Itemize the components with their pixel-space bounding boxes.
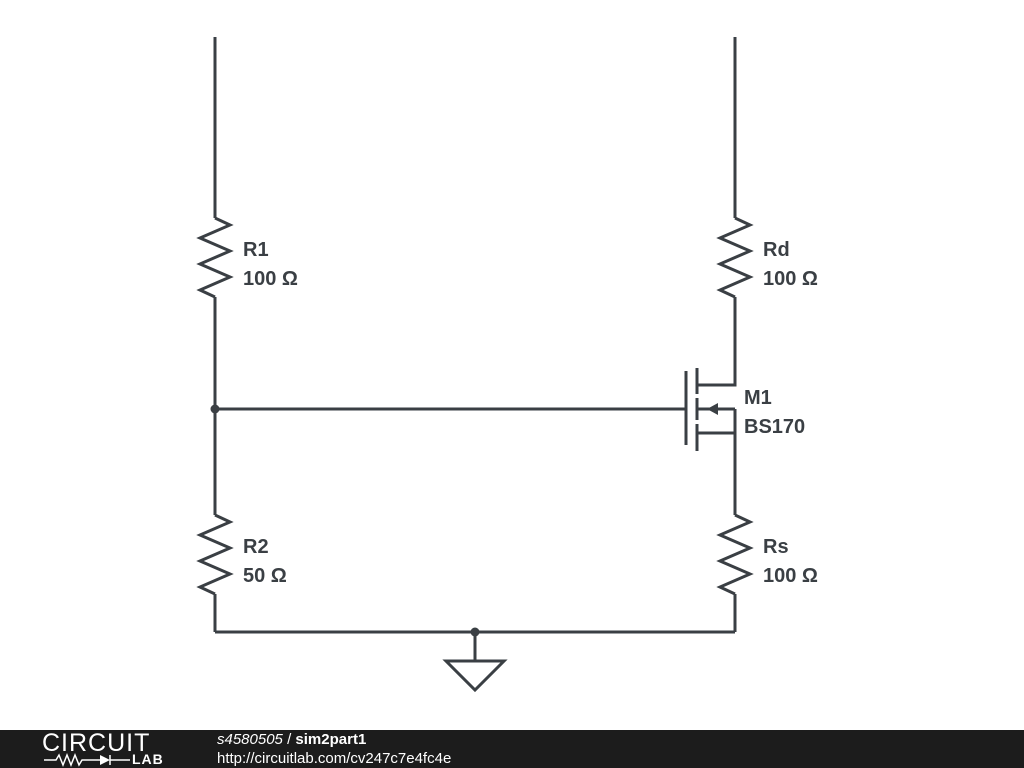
logo-text-circuit: CIRCUIT: [42, 729, 151, 757]
footer-username[interactable]: s4580505: [217, 731, 283, 748]
resistor-rd[interactable]: [716, 216, 754, 299]
rd-name-label: Rd: [763, 239, 790, 261]
footer-separator: /: [282, 731, 296, 748]
resistor-r1[interactable]: [196, 216, 234, 299]
footer-circuit-title[interactable]: sim2part1: [295, 731, 367, 748]
r1-value-label: 100 Ω: [243, 268, 298, 290]
rs-value-label: 100 Ω: [763, 565, 818, 587]
mosfet-m1[interactable]: [684, 368, 735, 451]
m1-name-label: M1: [744, 387, 772, 409]
ground-icon[interactable]: [442, 659, 508, 693]
logo-text-lab: LAB: [132, 751, 164, 767]
mosfet-arrow-icon: [707, 403, 718, 415]
rd-value-label: 100 Ω: [763, 268, 818, 290]
wire-drain: [697, 297, 737, 387]
r1-name-label: R1: [243, 239, 269, 261]
circuitlab-logo[interactable]: CIRCUIT LAB: [42, 731, 176, 767]
footer-circuit-info: s4580505 / sim2part1: [217, 731, 366, 748]
footer-bar: CIRCUIT LAB s4580505 / sim2part1 http://…: [0, 730, 1024, 768]
m1-value-label: BS170: [744, 416, 805, 438]
resistor-r2[interactable]: [196, 513, 234, 596]
rs-name-label: Rs: [763, 536, 789, 558]
r2-value-label: 50 Ω: [243, 565, 287, 587]
footer-circuit-url[interactable]: http://circuitlab.com/cv247c7e4fc4e: [217, 750, 452, 767]
logo-resistor-diode-icon: [44, 753, 130, 767]
r2-name-label: R2: [243, 536, 269, 558]
resistor-rs[interactable]: [716, 513, 754, 596]
